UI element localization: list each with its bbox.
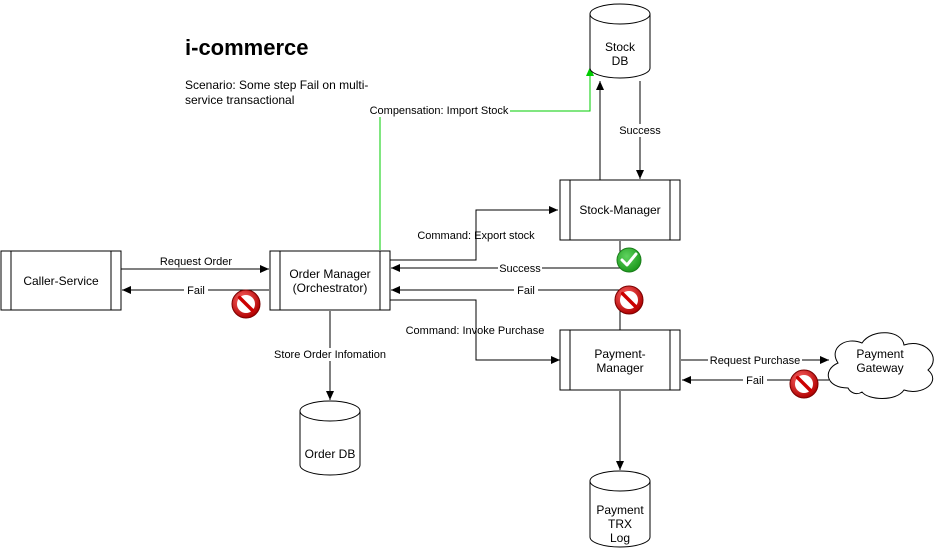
order-db-label: Order DB [305,447,356,461]
stock-db-label-1: Stock [605,40,636,54]
edge-fail-payment [391,286,621,330]
label-fail-caller: Fail [187,285,205,297]
stock-db-label-2: DB [612,54,629,68]
edge-command-invoke-purchase [390,299,560,364]
payment-log-label-2: TRX [608,517,632,531]
payment-log-label-3: Log [610,531,630,545]
no-entry-icon [614,285,644,315]
node-caller-service: Caller-Service [0,250,122,311]
payment-manager-label-2: Manager [596,361,643,375]
label-compensation-import-stock: Compensation: Import Stock [370,105,509,117]
node-stock-db: Stock DB [589,3,651,79]
check-circle-icon [616,247,642,273]
payment-gateway-label-2: Gateway [856,361,903,375]
diagram-title: i-commerce [185,35,309,60]
node-payment-trx-log: Payment TRX Log [589,470,651,548]
edge-command-export-stock [390,206,558,261]
label-request-order: Request Order [160,256,232,268]
payment-log-label-1: Payment [596,503,644,517]
payment-gateway-label-1: Payment [856,347,904,361]
no-entry-icon [789,369,819,399]
node-stock-manager: Stock-Manager [559,179,681,241]
node-order-manager: Order Manager (Orchestrator) [269,250,391,311]
node-payment-manager: Payment- Manager [559,329,681,391]
payment-manager-label-1: Payment- [594,347,645,361]
edge-compensation-import-stock [379,67,594,250]
order-manager-label-2: (Orchestrator) [293,281,368,295]
scenario-text: Scenario: Some step Fail on multi-servic… [185,78,369,107]
label-fail-payment: Fail [517,285,535,297]
caller-service-label: Caller-Service [23,274,99,288]
order-manager-label-1: Order Manager [289,267,370,281]
label-fail-gateway: Fail [746,375,764,387]
no-entry-icon [231,289,261,319]
label-command-export-stock: Command: Export stock [417,230,535,242]
label-request-purchase: Request Purchase [710,355,801,367]
node-payment-gateway: Payment Gateway [827,332,934,399]
label-store-order-info: Store Order Infomation [274,349,386,361]
label-success-db: Success [619,125,661,137]
label-command-invoke-purchase: Command: Invoke Purchase [406,325,545,337]
node-order-db: Order DB [299,400,361,476]
stock-manager-label: Stock-Manager [579,203,660,217]
label-success-stock: Success [499,263,541,275]
